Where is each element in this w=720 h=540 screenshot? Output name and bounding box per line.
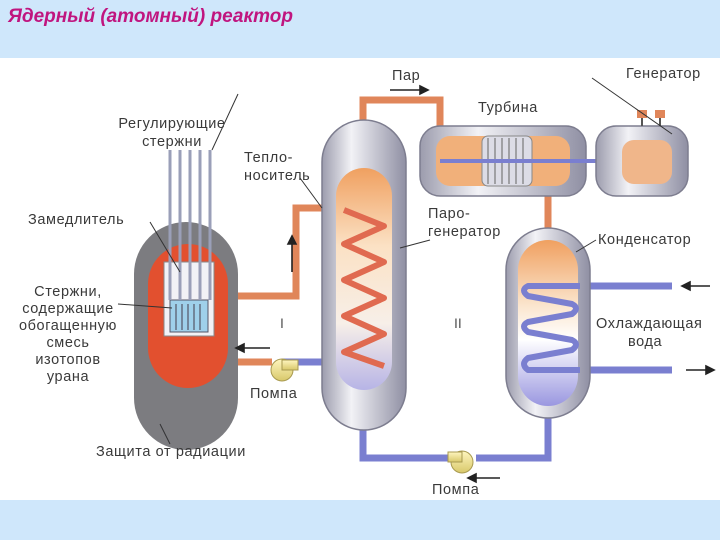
feedwater-pipe-b: [359, 420, 450, 462]
label-fuel-rods-6: урана: [47, 369, 90, 385]
label-fuel-rods-1: Стержни,: [34, 284, 102, 300]
condenser-cooling-coil: [521, 283, 580, 373]
label-turbine: Турбина: [478, 100, 538, 116]
label-moderator: Замедлитель: [28, 212, 124, 228]
label-steam-generator-2: генератор: [428, 224, 501, 240]
leader-lines: [117, 77, 673, 445]
label-shielding: Защита от радиации: [96, 444, 246, 460]
slide-title: Ядерный (атомный) реактор: [8, 6, 293, 27]
condenser: [505, 227, 591, 419]
label-fuel-rods-5: изотопов: [35, 352, 100, 368]
label-generator: Генератор: [626, 66, 701, 82]
label-cooling-water-2: вода: [628, 334, 663, 350]
generator-terminal: [655, 110, 665, 118]
condenser-interior: [518, 240, 578, 406]
pump-primary: [270, 358, 299, 382]
label-fuel-rods-2: содержащие: [22, 301, 114, 317]
steam-pipe: [359, 96, 444, 130]
reactor-diagram: Пар Турбина Генератор Регулирующие стерж…: [19, 66, 716, 498]
arrow-right-icon: [705, 364, 716, 376]
generator-core: [622, 140, 672, 184]
steam-generator: [321, 119, 407, 431]
label-steam: Пар: [392, 68, 420, 84]
feedwater-pipe-a: [476, 410, 552, 462]
label-fuel-rods-4: смесь: [46, 335, 89, 351]
flow-arrows: [234, 84, 716, 484]
arrow-left-icon: [680, 280, 691, 292]
generator: [595, 110, 689, 197]
arrow-left-icon: [234, 342, 245, 354]
label-circuit-1: I: [280, 315, 284, 331]
label-coolant-2: носитель: [244, 168, 310, 184]
label-circuit-2: II: [454, 315, 462, 331]
arrow-right-icon: [419, 84, 430, 96]
generator-terminal: [637, 110, 647, 118]
sg-heat-exchanger-coil: [341, 207, 387, 369]
label-steam-generator-1: Паро-: [428, 206, 470, 222]
control-rods: [168, 150, 212, 300]
arrow-left-icon: [466, 472, 477, 484]
primary-hot-leg: [234, 204, 340, 300]
label-pump-1: Помпа: [250, 386, 298, 402]
labels: Пар Турбина Генератор Регулирующие стерж…: [19, 66, 702, 498]
turbine: [419, 125, 600, 197]
reactor-vessel: [134, 222, 238, 450]
arrow-up-icon: [286, 234, 298, 245]
label-pump-2: Помпа: [432, 482, 480, 498]
pipes: [234, 96, 672, 462]
label-cooling-water-1: Охлаждающая: [596, 316, 702, 332]
label-fuel-rods-3: обогащенную: [19, 318, 117, 334]
diagram-panel: Пар Турбина Генератор Регулирующие стерж…: [0, 58, 720, 500]
label-condenser: Конденсатор: [598, 232, 691, 248]
label-control-rods-2: стержни: [142, 134, 202, 150]
label-coolant-1: Тепло-: [244, 150, 293, 166]
pump-secondary: [447, 450, 474, 474]
label-control-rods-1: Регулирующие: [118, 116, 225, 132]
